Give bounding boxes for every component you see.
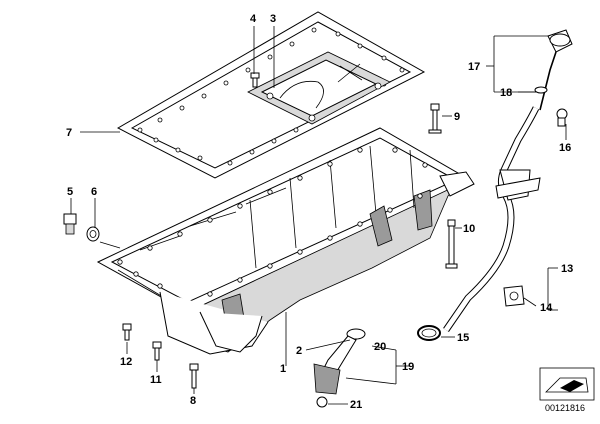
callout-9: 9 (454, 111, 460, 123)
oil-suction-pipe (313, 328, 366, 395)
callout-3: 3 (270, 13, 276, 25)
callout-13: 13 (561, 263, 573, 275)
tube-mounting-screw (556, 108, 568, 127)
callout-5: 5 (67, 186, 73, 198)
callout-17: 17 (468, 61, 480, 73)
document-number: 00121816 (545, 403, 585, 413)
baffle-bolt (250, 72, 260, 88)
bolt-10 (445, 219, 458, 269)
callout-8: 8 (190, 395, 196, 407)
callout-16: 16 (559, 142, 571, 154)
bolt-9 (428, 103, 442, 134)
dipstick-o-ring (534, 86, 548, 94)
bolt-11 (152, 341, 162, 361)
callout-10: 10 (463, 223, 475, 235)
callout-6: 6 (91, 186, 97, 198)
callout-21: 21 (350, 399, 362, 411)
callout-20: 20 (374, 341, 386, 353)
leader-lines (70, 26, 567, 405)
suction-pipe-nut (316, 396, 328, 408)
callout-11: 11 (150, 374, 162, 386)
oil-dipstick (539, 29, 573, 111)
tube-clip (503, 285, 525, 307)
callout-2: 2 (296, 345, 302, 357)
baffle-plate (247, 51, 391, 125)
callout-19: 19 (402, 361, 414, 373)
bolt-12 (122, 323, 132, 341)
callout-4: 4 (250, 13, 257, 25)
callout-12: 12 (120, 356, 132, 368)
oil-pan (96, 127, 475, 355)
car-underbody-thumbnail-icon (539, 367, 595, 401)
callout-15: 15 (457, 332, 469, 344)
callout-14: 14 (540, 302, 553, 314)
callout-7: 7 (66, 127, 72, 139)
callout-18: 18 (500, 87, 512, 99)
dipstick-guide-tube (443, 106, 541, 332)
bolt-8 (189, 363, 199, 389)
callout-1: 1 (280, 363, 286, 375)
drain-plug (63, 213, 77, 235)
